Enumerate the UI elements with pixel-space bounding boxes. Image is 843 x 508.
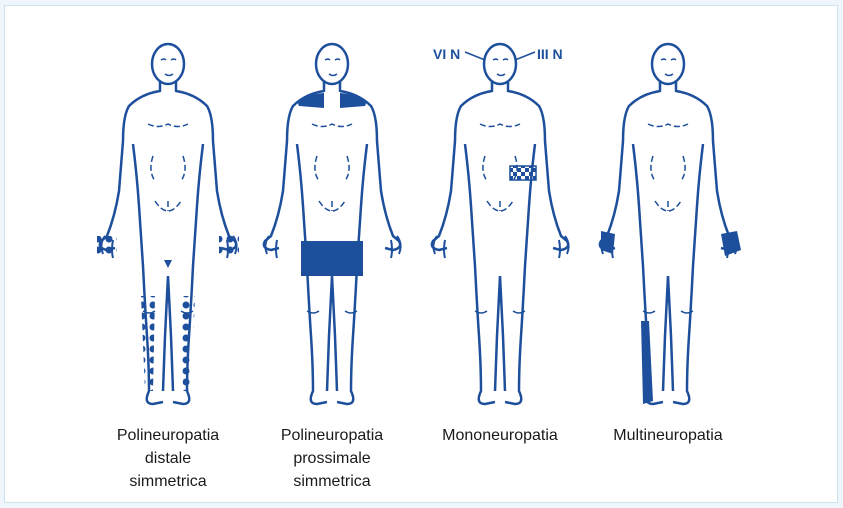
multi-left-hand-region <box>601 231 615 254</box>
nerve-label-vi: VI N <box>433 46 460 62</box>
caption-mono: Mononeuropatia <box>415 424 585 447</box>
caption-line: distale <box>83 447 253 470</box>
caption-line: simmetrica <box>247 470 417 493</box>
body-figure-distal <box>93 36 243 416</box>
mono-trunk-region <box>510 166 536 180</box>
caption-line: Polineuropatia <box>83 424 253 447</box>
body-figure-proximal <box>257 36 407 416</box>
distal-left-hand-region <box>97 236 117 256</box>
caption-line: Polineuropatia <box>247 424 417 447</box>
multi-right-hand-region <box>721 231 741 256</box>
distal-legs-region <box>141 296 195 391</box>
distal-right-hand-region <box>219 236 239 256</box>
figure-panel: VI N III N Polineuropatia distale simmet… <box>4 5 838 503</box>
caption-line: Multineuropatia <box>583 424 753 447</box>
nerve-label-iii: III N <box>537 46 563 62</box>
caption-line: Mononeuropatia <box>415 424 585 447</box>
caption-line: simmetrica <box>83 470 253 493</box>
caption-multi: Multineuropatia <box>583 424 753 447</box>
body-figure-multi <box>593 36 743 416</box>
proximal-thigh-region <box>301 241 363 276</box>
multi-leg-region <box>641 321 653 404</box>
body-figure-mono <box>425 36 575 416</box>
caption-distal: Polineuropatia distale simmetrica <box>83 424 253 493</box>
caption-proximal: Polineuropatia prossimale simmetrica <box>247 424 417 493</box>
caption-line: prossimale <box>247 447 417 470</box>
